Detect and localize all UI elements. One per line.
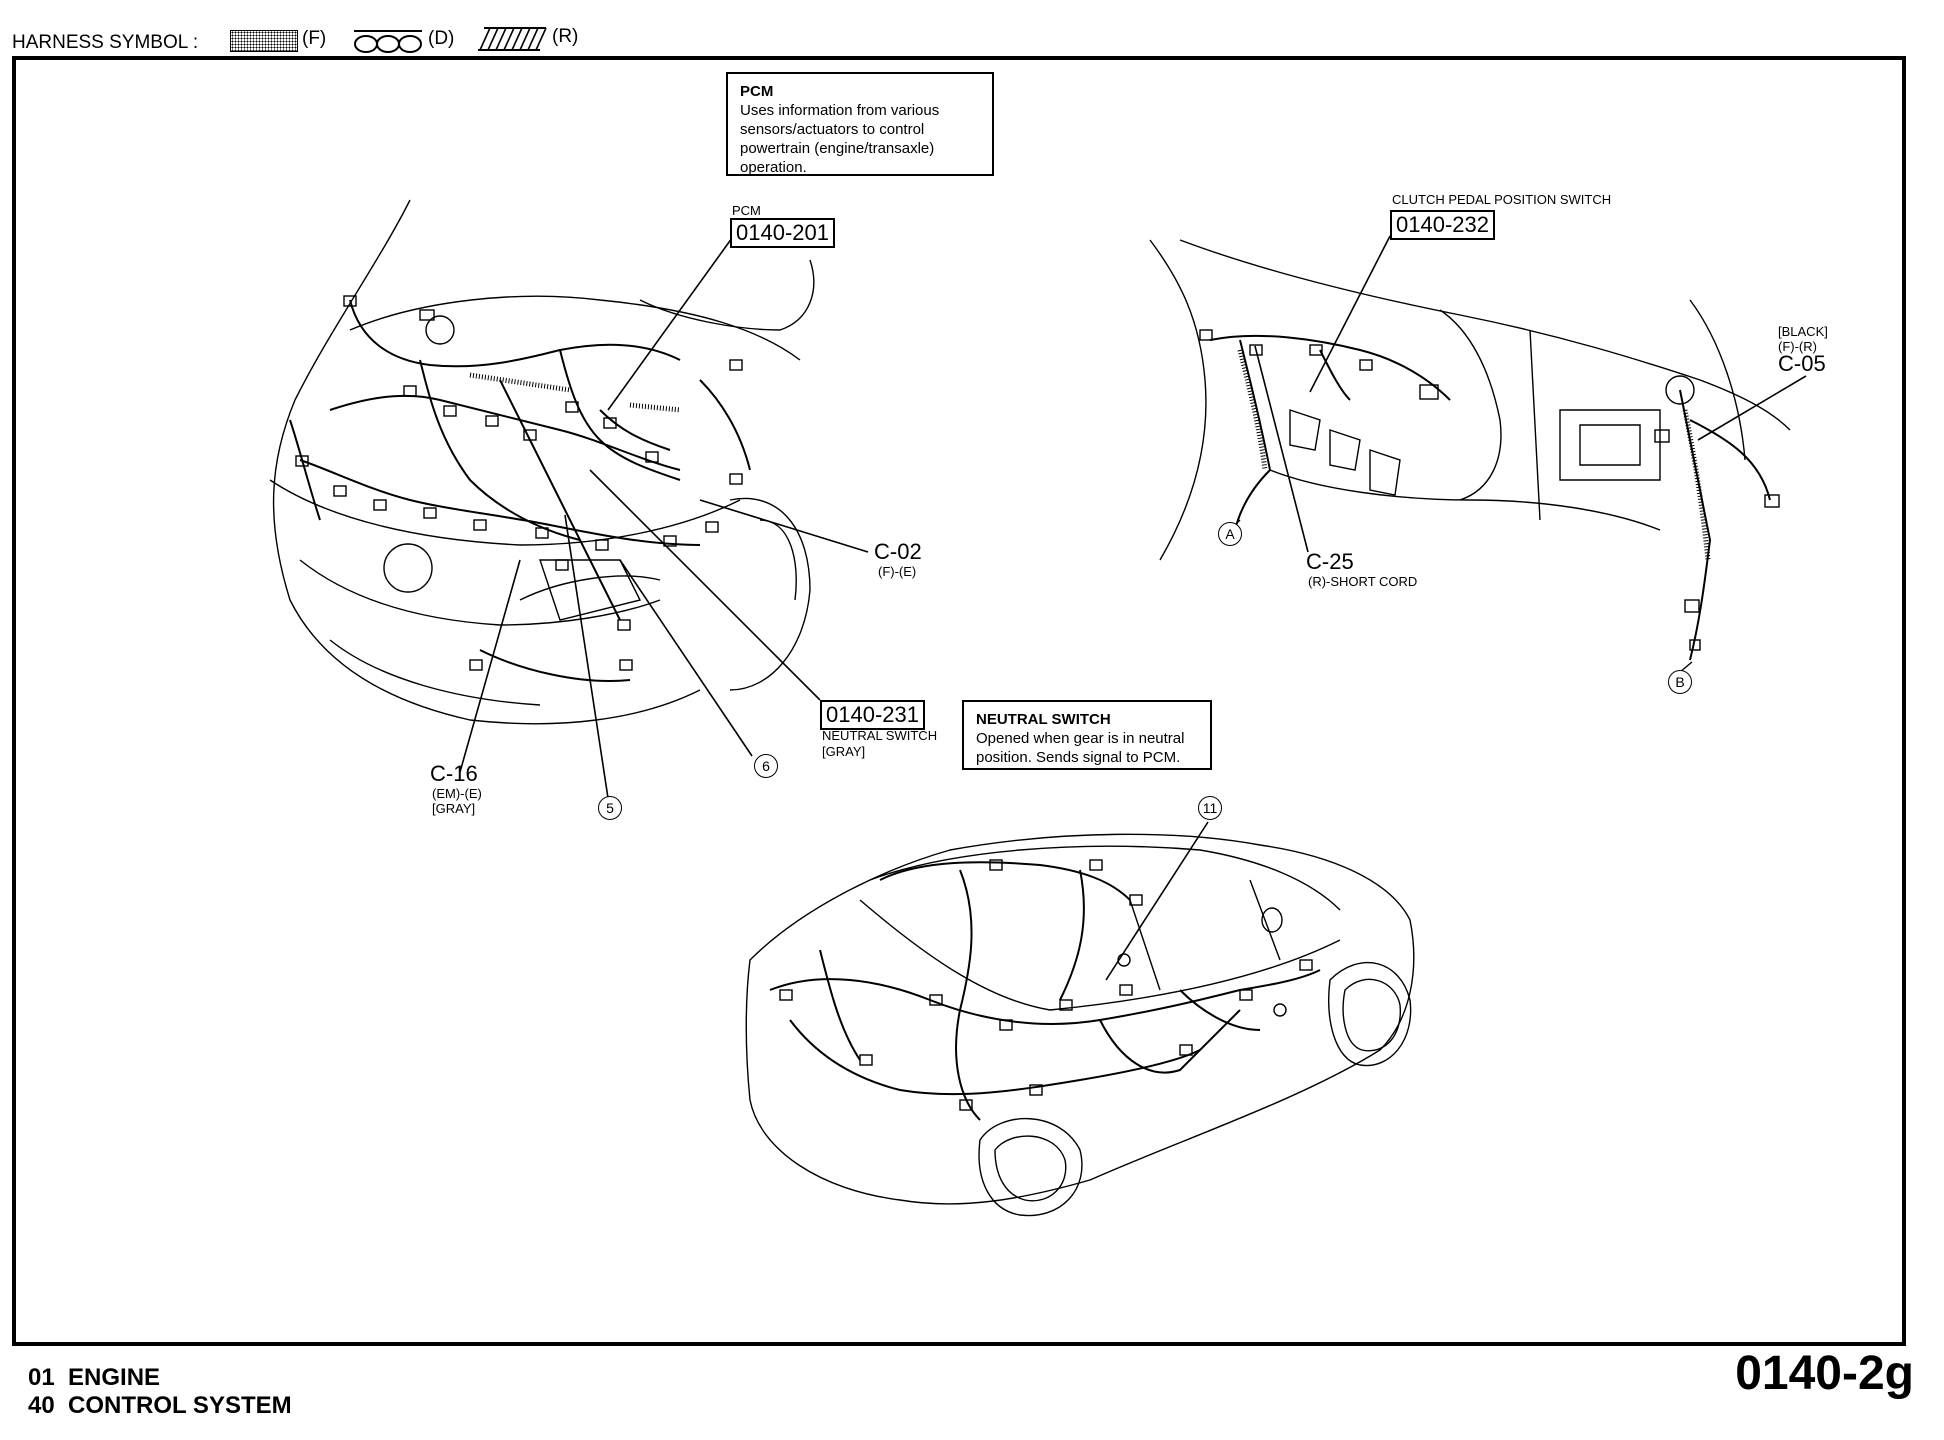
pcm-info-line-2: sensors/actuators to control [740,121,925,138]
connector-c16-label: C-16 [430,761,478,786]
neutral-switch-color-label: [GRAY] [822,744,866,759]
circle-6-leader-line [619,559,753,757]
neutral-switch-info-title: NEUTRAL SWITCH [976,711,1111,728]
connector-c05-sub-2: (F)-(R) [1778,339,1817,354]
car-body-outline [745,833,1415,1205]
neutral-switch-info-box: NEUTRAL SWITCH Opened when gear is in ne… [962,700,1212,770]
engine-front-wheel [729,497,811,691]
pcm-info-line-1: Uses information from various [740,102,940,119]
dotted-harness-icon [230,30,298,52]
connector-c25-label: C-25 [1306,549,1354,574]
connector-c02-sub: (F)-(E) [878,564,917,579]
pcm-leader-line [607,237,733,411]
circles-harness-icon [352,28,424,59]
pcm-info-box: PCM Uses information from various sensor… [726,72,994,176]
circle-5-marker: 5 [598,796,622,820]
circle-11-leader-line [1105,821,1209,981]
pcm-small-label: PCM [732,203,761,218]
symbol-d-label: (D) [428,28,455,49]
car-front-wheel [1328,961,1412,1067]
c16-leader-line [459,559,521,773]
circle-5-leader-line [564,514,609,799]
neutral-switch-small-label: NEUTRAL SWITCH [822,728,938,743]
page-code: 0140-2g [1735,1347,1914,1400]
connector-c25-sub: (R)-SHORT CORD [1308,574,1418,589]
symbol-r-label: (R) [552,26,579,47]
neutral-switch-code-box[interactable]: 0140-231 [820,700,925,730]
connector-c05-label: C-05 [1778,351,1826,376]
footer-section-2-title: CONTROL SYSTEM [68,1392,292,1419]
pcm-info-title: PCM [740,83,774,100]
c25-leader-line [1254,345,1309,553]
pcm-info-line-3: powertrain (engine/transaxle) [740,140,935,157]
footer-section-1-title: ENGINE [68,1364,161,1391]
clutch-leader-line [1309,235,1391,393]
clutch-pedal-small-label: CLUTCH PEDAL POSITION SWITCH [1392,192,1612,207]
harness-symbol-label: HARNESS SYMBOL : [12,32,199,53]
footer-section-1: 01 ENGINE [28,1364,160,1392]
footer-section-1-number: 01 [28,1364,55,1391]
pcm-info-line-4: operation. [740,159,807,176]
diagram-frame [12,56,1906,1346]
footer-section-2-number: 40 [28,1392,55,1419]
connector-c16-sub-1: (EM)-(E) [432,786,482,801]
engine-hood-outline [272,199,701,725]
neutral-switch-leader-line [589,469,821,701]
circle-b-marker: B [1668,670,1692,694]
car-rear-wheel [978,1118,1083,1217]
connector-c02-label: C-02 [874,539,922,564]
circle-6-marker: 6 [754,754,778,778]
hatched-harness-icon [476,26,548,57]
symbol-f-label: (F) [302,28,327,49]
neutral-switch-info-line-2: position. Sends signal to PCM. [976,749,1181,766]
footer-section-2: 40 CONTROL SYSTEM [28,1392,292,1420]
clutch-code-box[interactable]: 0140-232 [1390,210,1495,240]
connector-c16-sub-2: [GRAY] [432,801,476,816]
c05-leader-line [1697,375,1807,441]
circle-a-marker: A [1218,522,1242,546]
c02-leader-line [699,499,869,553]
connector-c05-sub-1: [BLACK] [1778,324,1828,339]
circle-11-marker: 11 [1198,796,1222,820]
neutral-switch-info-line-1: Opened when gear is in neutral [976,730,1185,747]
pcm-code-box[interactable]: 0140-201 [730,218,835,248]
dashboard-outline [1149,239,1207,561]
